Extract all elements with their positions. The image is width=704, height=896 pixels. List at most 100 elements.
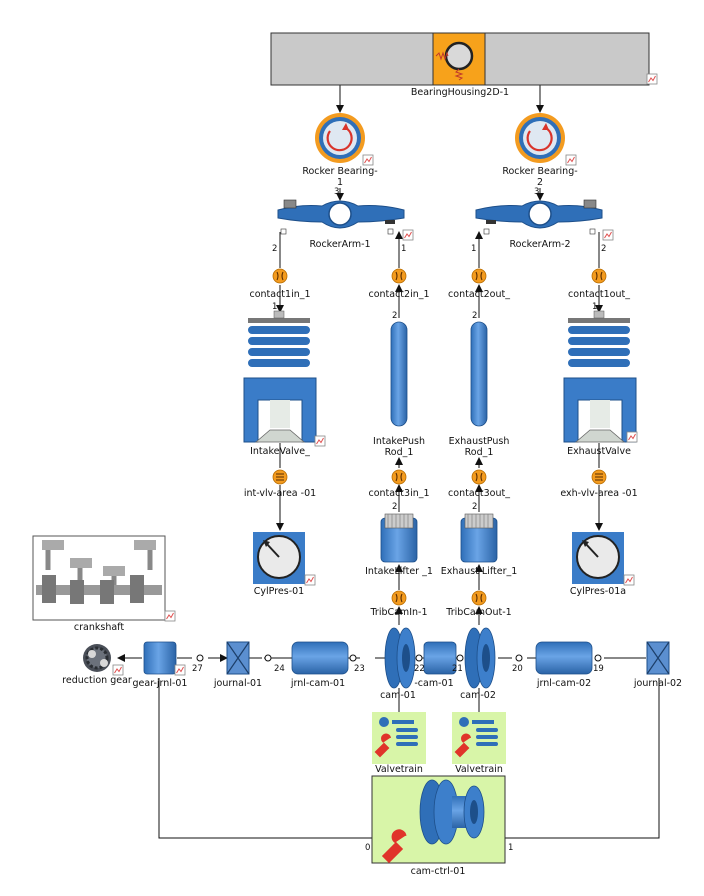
- rocker-bearing-2[interactable]: [515, 113, 577, 166]
- contact3in-icon[interactable]: [391, 469, 407, 485]
- port-label: 0: [365, 843, 371, 853]
- intake-push-rod-label: IntakePush Rod_1: [373, 436, 425, 458]
- trib-cam-in-label: TribCamIn-1: [370, 607, 428, 618]
- gear-jrnl-icon[interactable]: [143, 641, 186, 676]
- contact3in-label: contact3in_1: [368, 488, 430, 499]
- port-label: 22: [414, 664, 425, 674]
- valvetrain-1-label: Valvetrain: [375, 764, 423, 775]
- port-label: 21: [452, 664, 463, 674]
- plot-icon[interactable]: [362, 154, 374, 166]
- contact3out-icon[interactable]: [471, 469, 487, 485]
- intake-valve[interactable]: [243, 310, 326, 447]
- port-label: 20: [512, 664, 523, 674]
- int-vlv-area-icon[interactable]: [272, 469, 288, 485]
- intake-lifter-label: IntakeLifter _1: [365, 566, 433, 577]
- plot-icon[interactable]: [565, 154, 577, 166]
- cyl-pres-2-label: CylPres-01a: [569, 586, 627, 597]
- port-label: 23: [354, 664, 365, 674]
- valvetrain-2-icon[interactable]: [452, 712, 506, 764]
- journal-01-icon[interactable]: [226, 641, 250, 675]
- trib-cam-in-icon[interactable]: [391, 590, 407, 606]
- contact1in-icon[interactable]: [272, 268, 288, 284]
- exh-vlv-area-label: exh-vlv-area -01: [560, 488, 638, 499]
- port-label: 24: [274, 664, 285, 674]
- port-label: 1: [272, 302, 278, 312]
- contact1in-label: contact1in_1: [249, 289, 311, 300]
- exhaust-valve[interactable]: [563, 310, 638, 443]
- rocker-bearing-1-label: Rocker Bearing-1: [302, 166, 378, 188]
- jrnl-cam-01-label: jrnl-cam-01: [290, 678, 346, 689]
- port-label: 27: [192, 664, 203, 674]
- bearing-housing-label: BearingHousing2D-1: [410, 87, 510, 98]
- int-vlv-area-label: int-vlv-area -01: [243, 488, 317, 499]
- intake-lifter[interactable]: [380, 513, 418, 563]
- cam-01-icon[interactable]: [384, 627, 416, 689]
- rocker-arm-2[interactable]: [475, 199, 614, 241]
- crankshaft-label: crankshaft: [73, 622, 125, 633]
- contact2out-icon[interactable]: [471, 268, 487, 284]
- port-label: 3: [534, 187, 540, 197]
- cam-ctrl-label: cam-ctrl-01: [410, 866, 466, 877]
- port-label: 2: [472, 502, 478, 512]
- plot-icon[interactable]: [174, 664, 186, 676]
- gear-jrnl-label: gear-jrnl-01: [132, 678, 188, 689]
- port-label: 2: [392, 311, 398, 321]
- reduction-gear-icon[interactable]: [83, 644, 124, 676]
- exhaust-lifter-label: Exhaust Lifter_1: [440, 566, 518, 577]
- rocker-bearing-2-label: Rocker Bearing-2: [502, 166, 578, 188]
- jrnl-cam-02-icon[interactable]: [535, 641, 593, 675]
- port-label: 2: [272, 244, 278, 254]
- rocker-arm-1[interactable]: [277, 199, 414, 241]
- journal-01-label: journal-01: [213, 678, 263, 689]
- reduction-gear-label: reduction gear: [62, 675, 132, 686]
- port-label: 1: [401, 244, 407, 254]
- cyl-pres-2-gauge[interactable]: [572, 532, 635, 586]
- cam-mid-icon[interactable]: [423, 641, 457, 675]
- valvetrain-2-label: Valvetrain: [455, 764, 503, 775]
- bearing-housing[interactable]: [270, 32, 658, 86]
- cam-02-label: cam-02: [460, 690, 496, 701]
- rocker-bearing-1[interactable]: [315, 113, 374, 166]
- cyl-pres-1-gauge[interactable]: [253, 532, 316, 586]
- plot-icon[interactable]: [314, 435, 326, 447]
- exhaust-lifter[interactable]: [460, 513, 498, 563]
- trib-cam-out-label: TribCamOut-1: [446, 607, 512, 618]
- port-label: 1: [592, 302, 598, 312]
- plot-icon[interactable]: [646, 73, 658, 85]
- port-label: 2: [472, 311, 478, 321]
- port-label: 2: [392, 502, 398, 512]
- jrnl-cam-01-icon[interactable]: [291, 641, 349, 675]
- journal-02-icon[interactable]: [646, 641, 670, 675]
- port-label: 1: [508, 843, 514, 853]
- journal-02-label: journal-02: [633, 678, 683, 689]
- plot-icon[interactable]: [304, 574, 316, 586]
- trib-cam-out-icon[interactable]: [471, 590, 487, 606]
- plot-icon[interactable]: [112, 664, 124, 676]
- rocker-arm-1-label: RockerArm-1: [309, 239, 371, 250]
- contact1out-icon[interactable]: [591, 268, 607, 284]
- exh-vlv-area-icon[interactable]: [591, 469, 607, 485]
- contact2in-icon[interactable]: [391, 268, 407, 284]
- cam-mid-label: -cam-01: [414, 678, 454, 689]
- connection-lines: [117, 85, 660, 839]
- port-label: 3: [334, 187, 340, 197]
- plot-icon[interactable]: [626, 431, 638, 443]
- crankshaft-icon[interactable]: [32, 535, 176, 622]
- plot-icon[interactable]: [402, 229, 414, 241]
- contact3out-label: contact3out_: [448, 488, 510, 499]
- intake-push-rod[interactable]: [390, 321, 408, 427]
- cyl-pres-1-label: CylPres-01: [253, 586, 305, 597]
- exhaust-push-rod-label: ExhaustPush Rod_1: [448, 436, 510, 458]
- cam-ctrl-icon[interactable]: [371, 775, 506, 864]
- intake-valve-label: IntakeValve_: [250, 446, 310, 457]
- contact1out-label: contact1out_: [568, 289, 630, 300]
- port-label: 1: [471, 244, 477, 254]
- exhaust-push-rod[interactable]: [470, 321, 488, 427]
- plot-icon[interactable]: [602, 229, 614, 241]
- plot-icon[interactable]: [164, 610, 176, 622]
- cam-02-icon[interactable]: [464, 627, 496, 689]
- plot-icon[interactable]: [623, 574, 635, 586]
- valvetrain-1-icon[interactable]: [372, 712, 426, 764]
- rocker-arm-2-label: RockerArm-2: [509, 239, 571, 250]
